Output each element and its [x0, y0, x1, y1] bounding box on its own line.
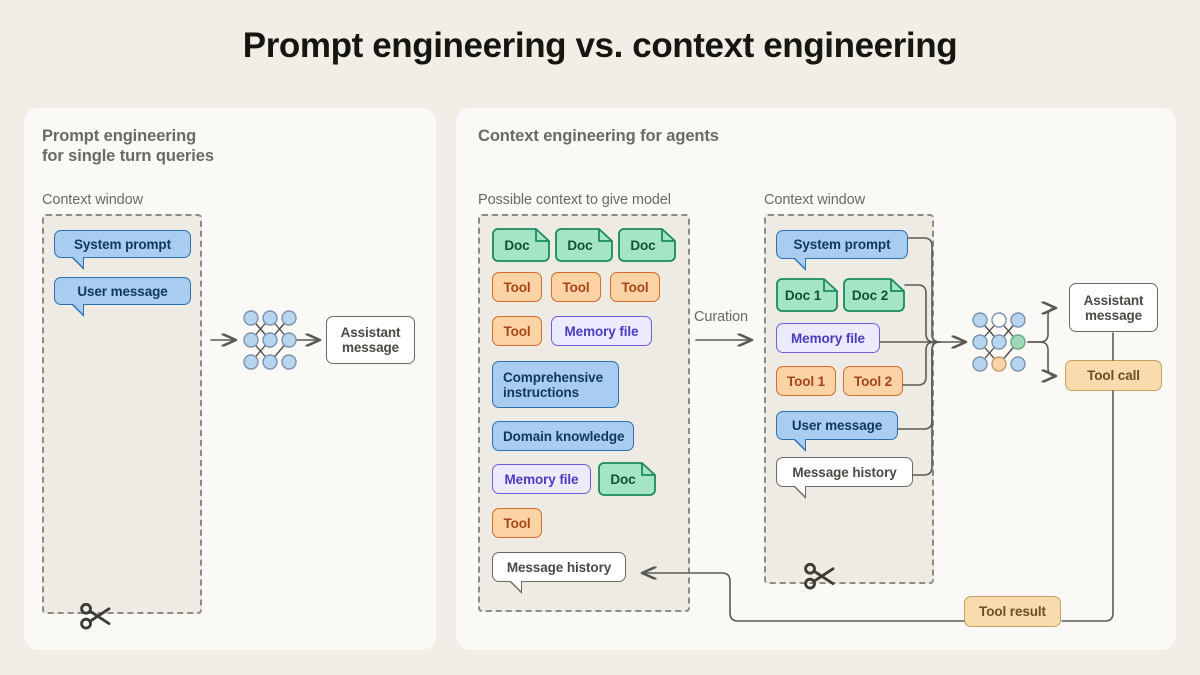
context-engineering-panel: Context engineering for agents Possible … — [456, 108, 1176, 650]
chip-label: Doc 2 — [851, 287, 889, 303]
possible-doc-3[interactable]: Doc — [618, 228, 676, 262]
possible-context-label: Possible context to give model — [478, 192, 671, 208]
right-panel-heading: Context engineering for agents — [478, 127, 719, 145]
chip-label: Tool result — [979, 604, 1046, 619]
right-context-window-box — [764, 214, 934, 584]
chip-label: Tool — [503, 279, 531, 295]
ctx-tool-2[interactable]: Tool 2 — [843, 366, 903, 396]
chip-label: Tool — [503, 323, 531, 339]
possible-tool-5[interactable]: Tool — [492, 508, 542, 538]
chip-label: Message history — [792, 464, 897, 480]
possible-memory-file-1[interactable]: Memory file — [551, 316, 652, 346]
possible-tool-3[interactable]: Tool — [610, 272, 660, 302]
chip-label: Assistant message — [1083, 292, 1144, 323]
chip-label: Tool 2 — [853, 373, 893, 389]
left-context-window-box — [42, 214, 202, 614]
chip-label: Doc — [504, 237, 530, 253]
chip-label: Tool — [621, 279, 649, 295]
right-context-window-label: Context window — [764, 192, 865, 208]
curation-label: Curation — [694, 309, 749, 325]
possible-doc-4[interactable]: Doc — [598, 462, 656, 496]
ctx-tool-1[interactable]: Tool 1 — [776, 366, 836, 396]
possible-tool-1[interactable]: Tool — [492, 272, 542, 302]
chip-label: Tool — [503, 515, 531, 531]
possible-memory-file-2[interactable]: Memory file — [492, 464, 591, 494]
chip-label: System prompt — [793, 237, 891, 252]
chip-label: Message history — [506, 559, 612, 575]
chip-label: User message — [791, 418, 883, 433]
chip-label: Memory file — [504, 471, 579, 487]
chip-label: Doc — [567, 237, 593, 253]
possible-doc-1[interactable]: Doc — [492, 228, 550, 262]
possible-domain-knowledge[interactable]: Domain knowledge — [492, 421, 634, 451]
ctx-doc-2[interactable]: Doc 2 — [843, 278, 905, 312]
tool-result[interactable]: Tool result — [964, 596, 1061, 627]
left-chip-user-message[interactable]: User message — [54, 277, 191, 317]
chip-label: Tool — [562, 279, 590, 295]
possible-tool-4[interactable]: Tool — [492, 316, 542, 346]
ctx-user-message[interactable]: User message — [776, 411, 898, 452]
possible-comprehensive-instructions[interactable]: Comprehensive instructions — [492, 361, 619, 408]
chip-label: Memory file — [791, 330, 865, 346]
prompt-engineering-panel: Prompt engineering for single turn queri… — [24, 108, 436, 650]
chip-label: Doc — [610, 471, 636, 487]
chip-label: User message — [77, 283, 168, 299]
page-title: Prompt engineering vs. context engineeri… — [242, 26, 958, 65]
chip-label: Doc 1 — [784, 287, 822, 303]
chip-label: Assistant message — [340, 325, 401, 355]
ctx-system-prompt[interactable]: System prompt — [776, 230, 908, 271]
output-tool-call[interactable]: Tool call — [1065, 360, 1162, 391]
chip-label: Comprehensive instructions — [503, 369, 603, 400]
possible-doc-2[interactable]: Doc — [555, 228, 613, 262]
ctx-doc-1[interactable]: Doc 1 — [776, 278, 838, 312]
possible-tool-2[interactable]: Tool — [551, 272, 601, 302]
output-assistant-message[interactable]: Assistant message — [1069, 283, 1158, 332]
chip-label: Tool 1 — [786, 373, 826, 389]
ctx-message-history[interactable]: Message history — [776, 457, 913, 499]
chip-label: Tool call — [1087, 368, 1140, 383]
chip-label: Domain knowledge — [503, 428, 625, 444]
chip-label: Memory file — [564, 323, 639, 339]
chip-label: Doc — [630, 237, 656, 253]
possible-message-history[interactable]: Message history — [492, 552, 626, 594]
left-chip-system-prompt[interactable]: System prompt — [54, 230, 191, 270]
left-output-assistant-message[interactable]: Assistant message — [326, 316, 415, 364]
left-panel-heading: Prompt engineering for single turn queri… — [42, 127, 214, 165]
chip-label: System prompt — [74, 236, 171, 252]
ctx-memory-file[interactable]: Memory file — [776, 323, 880, 353]
left-context-window-label: Context window — [42, 192, 143, 208]
